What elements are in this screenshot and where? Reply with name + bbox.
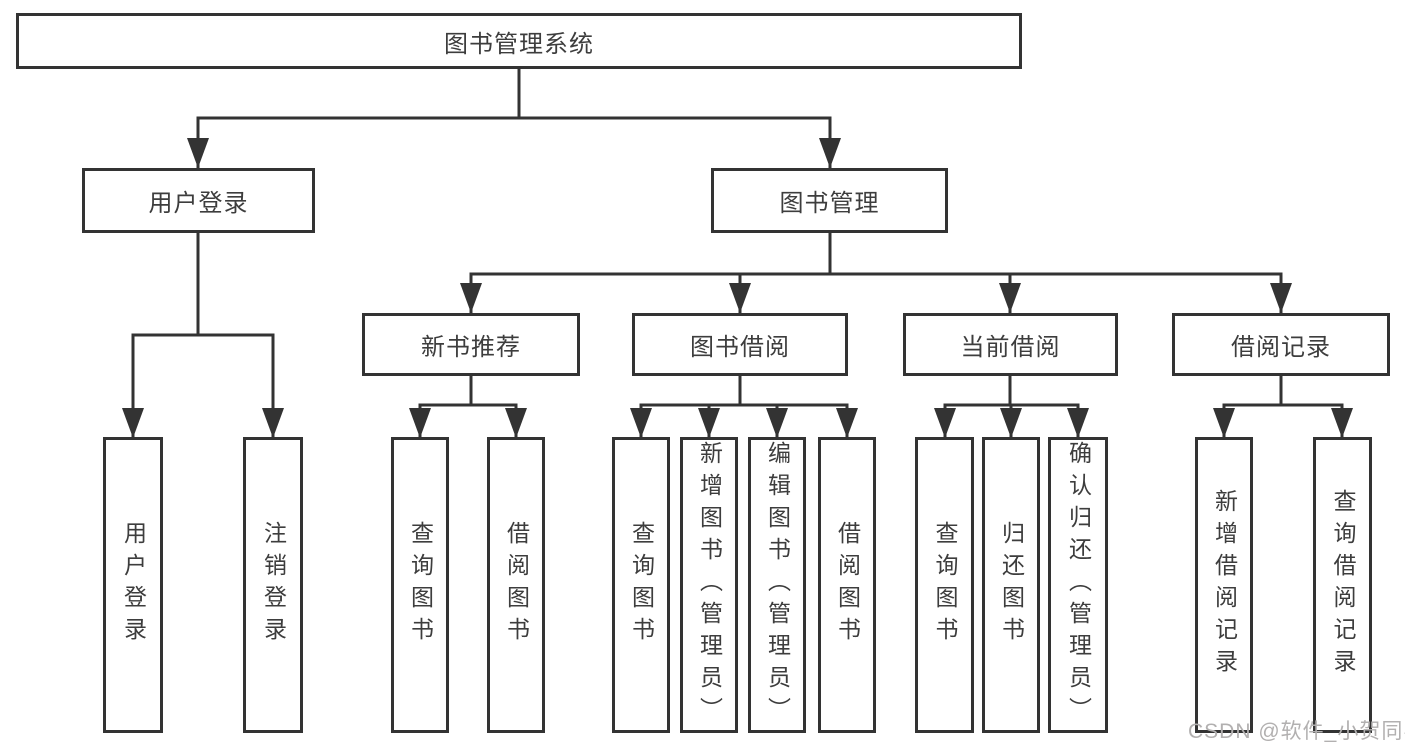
leaf-borrow-book-1: 借阅图书 [487,437,545,733]
node-user-login: 用户登录 [82,168,315,233]
leaf-add-borrow-record: 新增借阅记录 [1195,437,1253,733]
leaf-query-borrow-record-label: 查询借阅记录 [1330,489,1356,681]
leaf-add-book-admin: 新增图书（管理员） [680,437,738,733]
node-book-borrowing: 图书借阅 [632,313,848,376]
leaf-confirm-return-admin-label: 确认归还（管理员） [1065,441,1092,729]
leaf-query-book-3: 查询图书 [915,437,974,733]
leaf-query-book-1: 查询图书 [391,437,449,733]
node-book-borrowing-label: 图书借阅 [690,334,790,361]
leaf-user-login-label: 用户登录 [120,521,147,649]
leaf-logout-label: 注销登录 [260,521,287,649]
leaf-add-book-admin-label: 新增图书（管理员） [696,441,723,729]
node-new-book-recommend-label: 新书推荐 [421,334,521,361]
node-book-management-label: 图书管理 [779,190,880,217]
leaf-query-borrow-record: 查询借阅记录 [1313,437,1372,733]
node-new-book-recommend: 新书推荐 [362,313,580,376]
leaf-edit-book-admin: 编辑图书（管理员） [748,437,806,733]
node-book-management: 图书管理 [711,168,948,233]
leaf-query-book-2-label: 查询图书 [628,521,655,649]
node-borrowing-records-label: 借阅记录 [1231,334,1331,361]
leaf-query-book-1-label: 查询图书 [407,521,434,649]
leaf-logout: 注销登录 [243,437,303,733]
leaf-return-book-label: 归还图书 [998,521,1025,649]
node-current-borrowing-label: 当前借阅 [960,334,1061,361]
leaf-user-login: 用户登录 [103,437,163,733]
node-user-login-label: 用户登录 [148,190,249,217]
node-borrowing-records: 借阅记录 [1172,313,1390,376]
leaf-edit-book-admin-label: 编辑图书（管理员） [764,441,791,729]
leaf-query-book-2: 查询图书 [612,437,670,733]
leaf-query-book-3-label: 查询图书 [932,521,958,649]
node-library-system-label: 图书管理系统 [444,30,594,58]
leaf-borrow-book-2: 借阅图书 [818,437,876,733]
csdn-watermark: CSDN @软件_小贺同学 [1188,720,1405,743]
leaf-borrow-book-2-label: 借阅图书 [834,521,861,649]
leaf-confirm-return-admin: 确认归还（管理员） [1048,437,1108,733]
node-current-borrowing: 当前借阅 [903,313,1118,376]
leaf-add-borrow-record-label: 新增借阅记录 [1211,489,1238,681]
node-library-system: 图书管理系统 [16,13,1022,69]
leaf-borrow-book-1-label: 借阅图书 [503,521,530,649]
leaf-return-book: 归还图书 [982,437,1040,733]
